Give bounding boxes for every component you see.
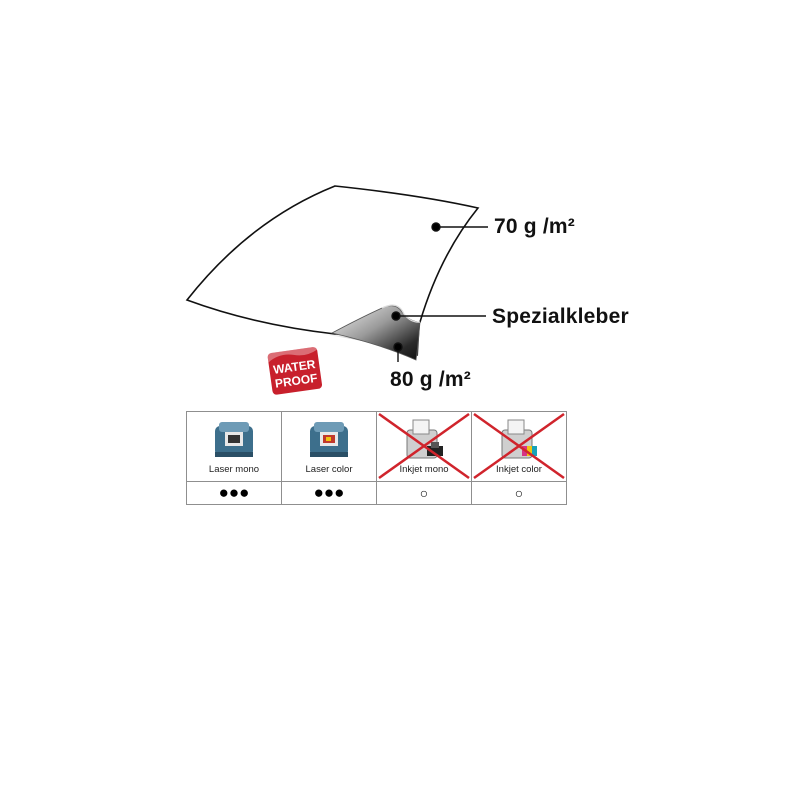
badge-line1: WATER [272,357,316,377]
laser-printer-mono-icon [215,422,253,457]
waterproof-badge: WATER PROOF [267,347,323,395]
not-supported-cross-icon [473,412,565,480]
badge-line2: PROOF [274,371,318,391]
printer-compatibility-table: Laser mono Laser color [186,411,567,506]
printer-icons-row: Laser mono Laser color [186,411,567,482]
inkjet-color-rating: ○ [471,480,567,506]
inkjet-mono-rating: ○ [376,480,472,506]
inkjet-mono-cell: Inkjet mono [376,411,472,482]
top-layer-weight-label: 70 g /m² [494,215,575,238]
laser-mono-rating: ●●● [186,480,282,506]
inkjet-printer-color-icon [473,412,565,480]
inkjet-color-label: Inkjet color [496,464,542,475]
bottom-layer-weight-label: 80 g /m² [390,368,471,391]
laser-color-rating: ●●● [281,480,377,506]
label-sheet [185,185,480,335]
laser-mono-label: Laser mono [208,464,260,475]
inkjet-color-cell: Inkjet color [471,411,567,482]
not-supported-cross-icon [378,412,470,480]
inkjet-printer-mono-icon [378,412,470,480]
callout-top-layer [431,222,488,232]
laser-color-label: Laser color [305,464,353,475]
adhesive-label: Spezialkleber [492,305,629,328]
callout-bottom-layer [393,342,403,362]
laser-printer-color-icon [310,422,348,457]
laser-color-cell: Laser color [281,411,377,482]
callout-adhesive [391,311,486,321]
inkjet-mono-label: Inkjet mono [399,464,449,475]
suitability-rating-row: ●●● ●●● ○ ○ [186,480,567,506]
laser-mono-cell: Laser mono [186,411,282,482]
